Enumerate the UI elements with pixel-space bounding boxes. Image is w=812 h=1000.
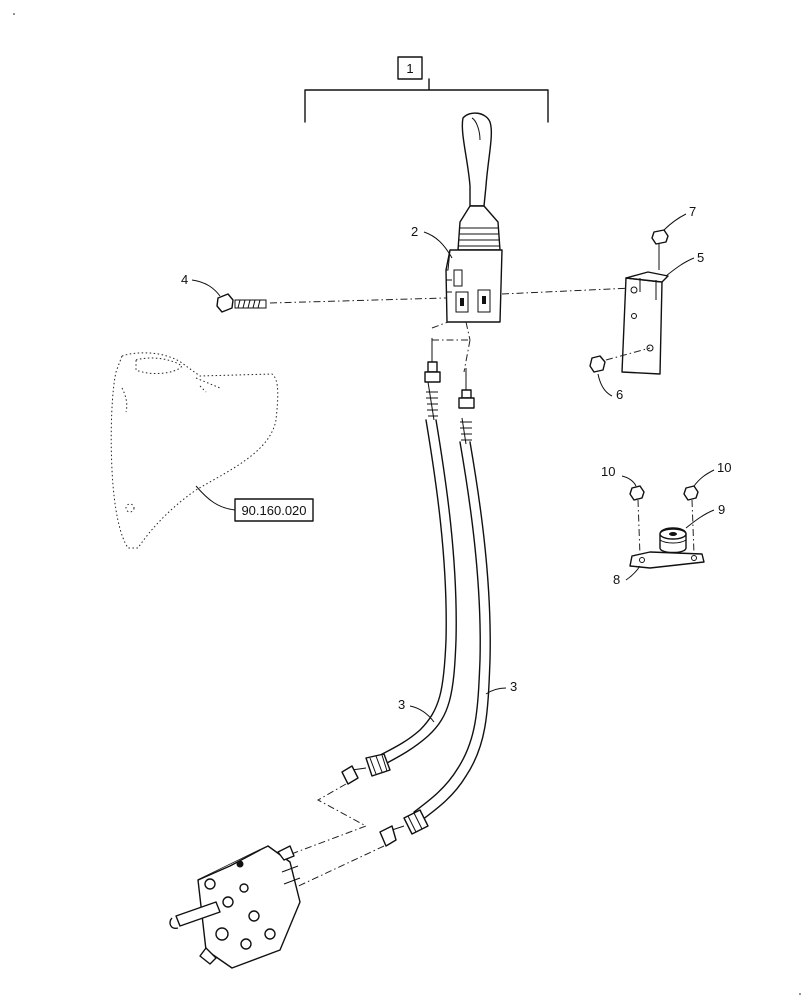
- callout-3-right: 3: [510, 679, 517, 694]
- mounting-plate-8: [629, 551, 705, 569]
- assembly-bracket: 1: [304, 56, 549, 123]
- reference-section: 90.160.020: [241, 503, 306, 518]
- callout-3-left: 3: [398, 697, 405, 712]
- callout-10-left: 10: [601, 464, 615, 479]
- bolt-4: [216, 293, 267, 313]
- callout-5: 5: [697, 250, 704, 265]
- control-cables: [269, 321, 491, 891]
- bushing-9: [659, 527, 687, 554]
- callout-box-1: [397, 56, 423, 80]
- console-cover: [110, 352, 279, 549]
- callout-9: 9: [718, 502, 725, 517]
- callout-2: 2: [411, 224, 418, 239]
- callout-10-right: 10: [717, 460, 731, 475]
- callout-1: 1: [406, 61, 413, 76]
- callout-8: 8: [613, 572, 620, 587]
- bolt-6: [589, 347, 651, 373]
- callout-4: 4: [181, 272, 188, 287]
- callout-7: 7: [689, 204, 696, 219]
- control-valve: [169, 845, 301, 969]
- joystick-control: [445, 112, 503, 323]
- mounting-bracket-5: [621, 271, 669, 375]
- screw-10-left: [629, 485, 645, 557]
- screw-7: [651, 229, 669, 270]
- callout-6: 6: [616, 387, 623, 402]
